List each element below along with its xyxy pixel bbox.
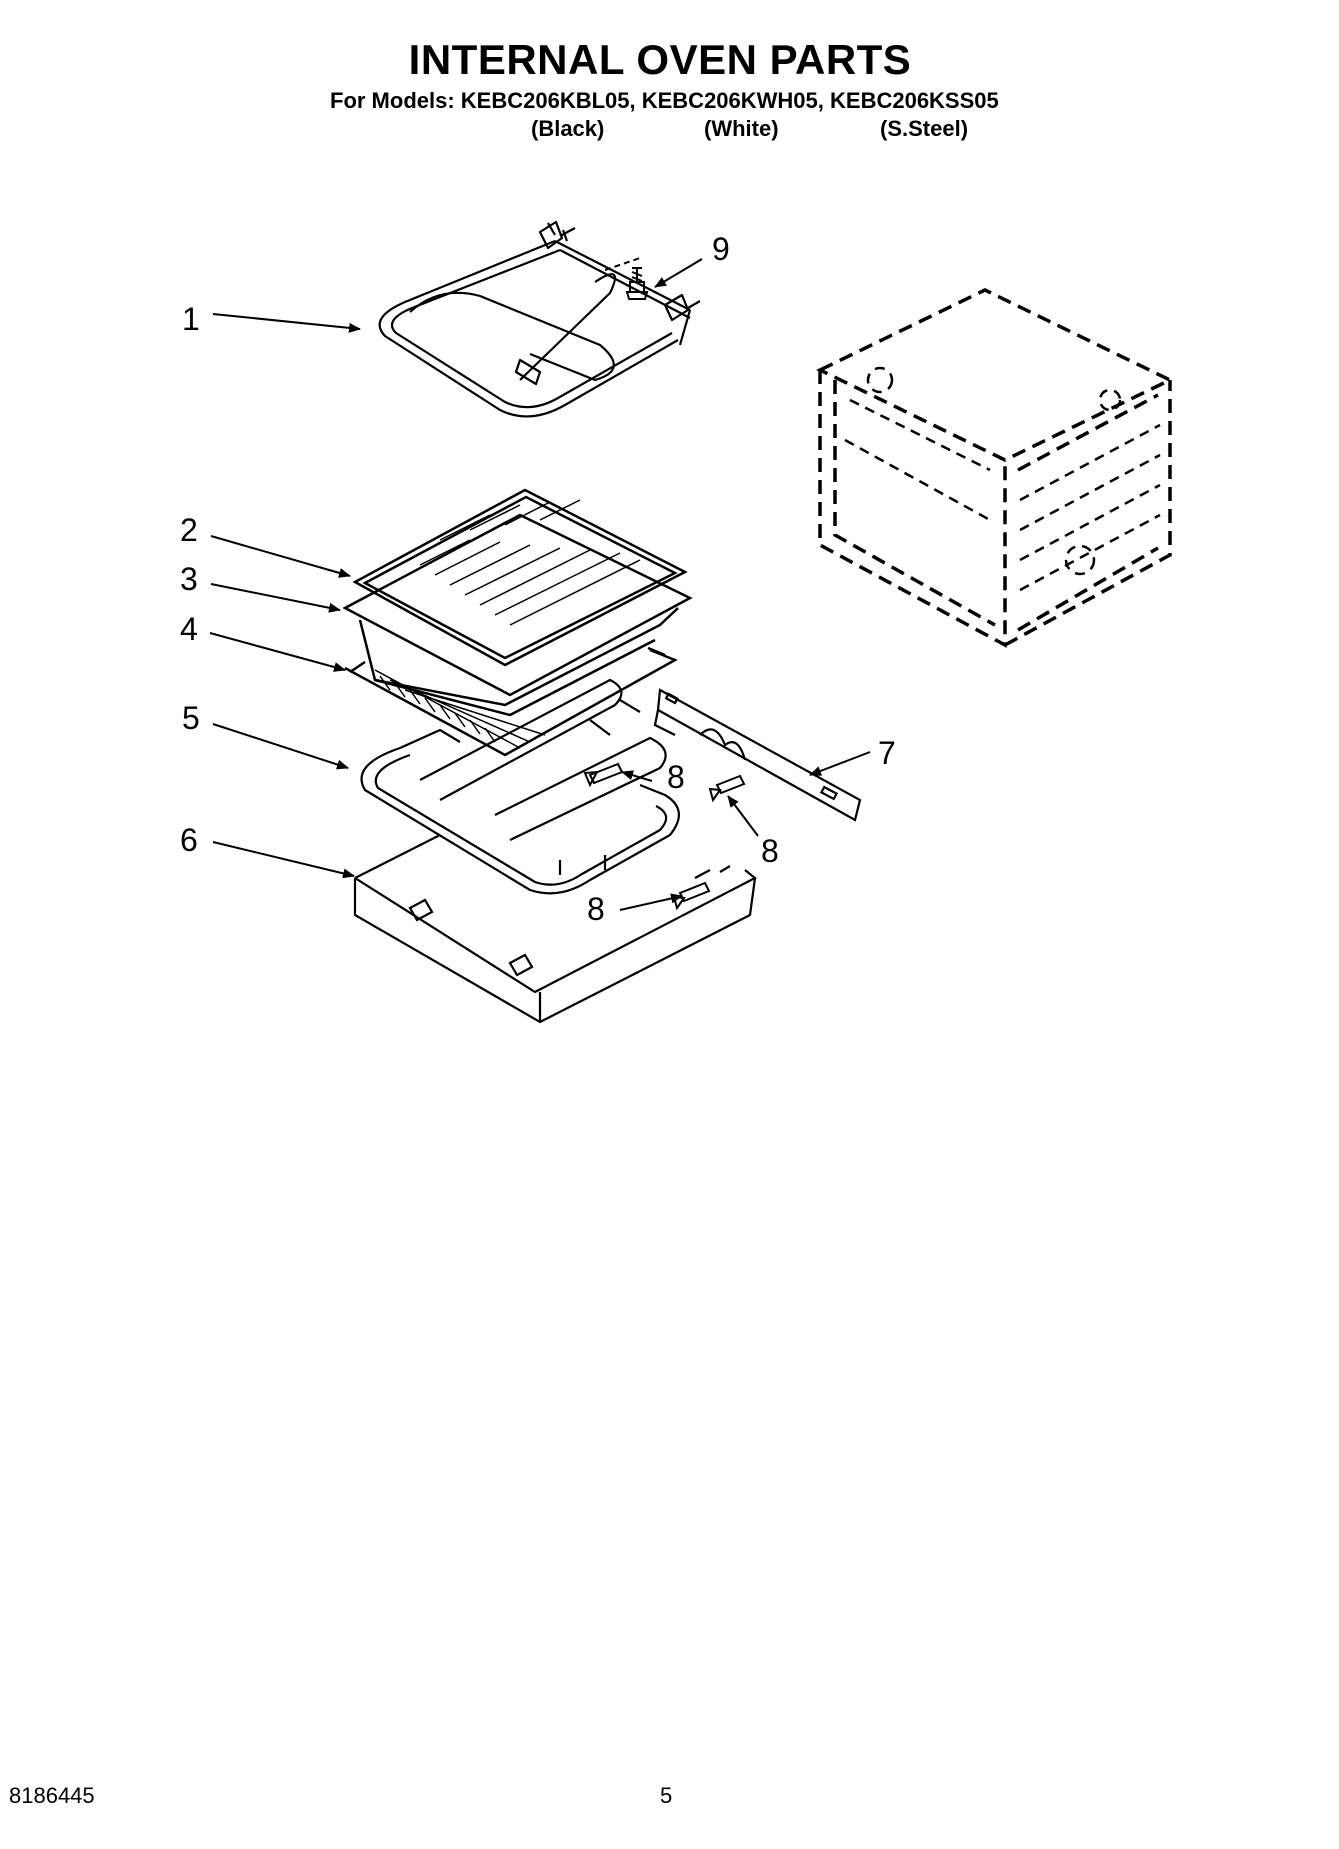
callout-8-right: 8 bbox=[761, 833, 779, 869]
callout-9: 9 bbox=[712, 231, 730, 267]
variant-stainless: (S.Steel) bbox=[880, 116, 969, 141]
bottom-cover-part bbox=[353, 834, 758, 1024]
variant-black: (Black) bbox=[531, 116, 605, 141]
oven-cavity-interior-lines bbox=[844, 366, 1161, 592]
broiler-grid-part bbox=[352, 488, 688, 667]
callout-6: 6 bbox=[180, 822, 198, 858]
callout-3: 3 bbox=[180, 561, 198, 597]
page-title: INTERNAL OVEN PARTS bbox=[408, 36, 912, 83]
broiler-pan-part bbox=[342, 513, 693, 717]
callout-8-bottom: 8 bbox=[587, 891, 605, 927]
callout-4: 4 bbox=[180, 611, 198, 647]
oven-cavity-outline bbox=[815, 288, 1175, 648]
callout-8-top: 8 bbox=[667, 759, 685, 795]
callout-arrows bbox=[209, 258, 871, 911]
callout-1: 1 bbox=[182, 301, 200, 337]
oven-rack-part bbox=[344, 646, 678, 757]
bake-element-part bbox=[360, 678, 680, 895]
callout-7: 7 bbox=[878, 735, 896, 771]
bracket-7-part bbox=[653, 688, 862, 822]
variant-white: (White) bbox=[704, 116, 779, 141]
callout-2: 2 bbox=[180, 512, 198, 548]
broil-element-part bbox=[378, 220, 701, 418]
page-number: 5 bbox=[660, 1783, 673, 1808]
document-number: 8186445 bbox=[9, 1783, 95, 1808]
models-line: For Models: KEBC206KBL05, KEBC206KWH05, … bbox=[330, 88, 999, 113]
callout-5: 5 bbox=[182, 700, 200, 736]
screw-8-parts bbox=[583, 762, 746, 911]
screw-9-part bbox=[604, 257, 649, 300]
